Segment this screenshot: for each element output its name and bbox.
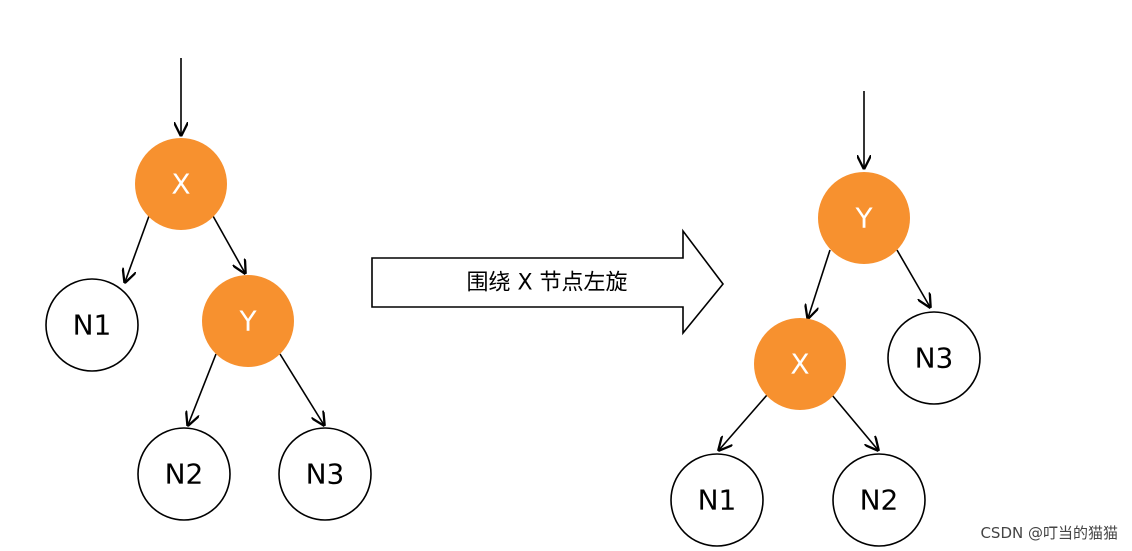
before-node-n1 xyxy=(45,278,139,372)
watermark: CSDN @叮当的猫猫 xyxy=(978,522,1120,543)
after-node-x xyxy=(754,318,846,410)
before-node-x xyxy=(135,138,227,230)
before-node-n2 xyxy=(137,427,231,521)
before-edge-x-n1 xyxy=(125,215,150,282)
rotation-arrow-label: 围绕 X 节点左旋 xyxy=(466,271,627,296)
before-edge-x-y xyxy=(212,215,245,273)
after-node-n3 xyxy=(887,311,981,405)
after-node-n2 xyxy=(832,453,926,547)
after-node-n1-label: N1 xyxy=(698,484,737,517)
before-node-n2-label: N2 xyxy=(165,458,204,491)
before-edge-y-n3 xyxy=(279,353,324,425)
after-node-y xyxy=(818,172,910,264)
after-node-y-label: Y xyxy=(854,202,873,235)
before-node-n3-label: N3 xyxy=(306,458,345,491)
before-node-n3 xyxy=(278,427,372,521)
after-edge-x-n1 xyxy=(719,394,768,450)
after-node-n3-label: N3 xyxy=(915,342,954,375)
after-node-x-label: X xyxy=(790,348,809,381)
after-edge-y-x xyxy=(808,249,831,318)
after-edge-y-n3 xyxy=(896,249,930,307)
before-node-x-label: X xyxy=(171,168,190,201)
after-tree: Y X N3 N1 N2 xyxy=(670,91,981,547)
after-node-n1 xyxy=(670,453,764,547)
rotation-arrow-shape xyxy=(371,228,725,336)
before-edge-y-n2 xyxy=(188,353,217,425)
before-tree: X N1 Y N2 N3 xyxy=(45,58,372,521)
before-node-y xyxy=(202,275,294,367)
before-node-y-label: Y xyxy=(238,305,257,338)
rotation-arrow: 围绕 X 节点左旋 xyxy=(371,228,725,336)
before-node-n1-label: N1 xyxy=(73,309,112,342)
after-node-n2-label: N2 xyxy=(860,484,899,517)
after-edge-x-n2 xyxy=(831,394,878,450)
